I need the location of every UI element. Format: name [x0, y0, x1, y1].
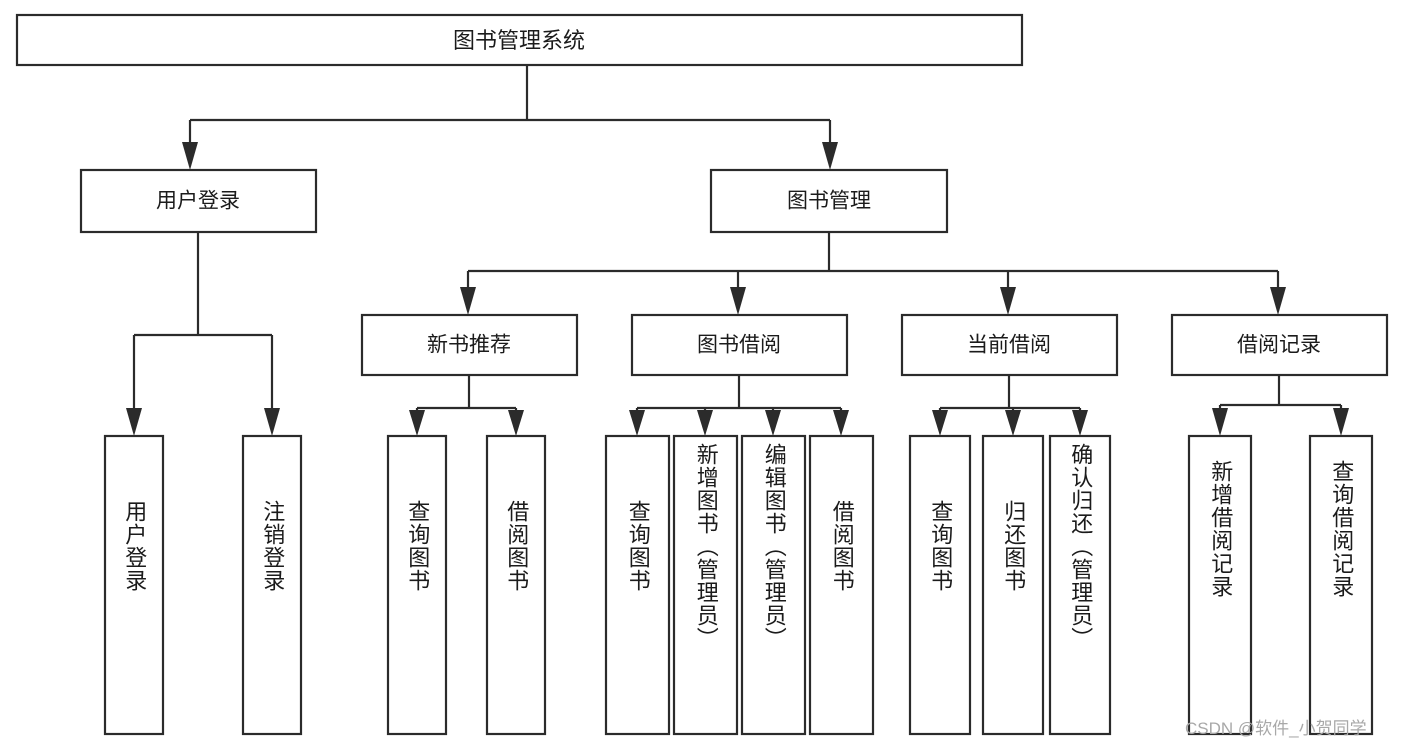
node-label-book-borrow: 图书借阅 [697, 334, 781, 357]
node-box-borrow-records[interactable] [1170, 313, 1389, 377]
arrow-head-leaf-logout [264, 408, 280, 436]
leaf-box-query-books-nb[interactable] [386, 434, 448, 736]
arrow-head-cur-leaf-2 [1005, 410, 1021, 436]
node-box-new-book-recommend[interactable] [360, 313, 579, 377]
node-label-book-management: 图书管理 [787, 190, 871, 213]
arrow-head-rec-leaf-1 [1212, 408, 1228, 436]
arrow-head-borrow [730, 287, 746, 315]
arrow-head-new-books [460, 287, 476, 315]
arrow-head-rec-leaf-2 [1333, 408, 1349, 436]
arrow-head-bw-leaf-2 [697, 410, 713, 436]
arrow-head-bw-leaf-3 [765, 410, 781, 436]
arrow-head-book-mgmt [822, 142, 838, 170]
leaf-box-add-borrow-record[interactable] [1187, 434, 1253, 736]
arrow-head-records [1270, 287, 1286, 315]
arrow-head-leaf-user-login [126, 408, 142, 436]
leaf-box-confirm-return-admin[interactable] [1048, 434, 1112, 736]
leaf-box-user-login[interactable] [103, 434, 165, 736]
leaf-box-edit-book-admin[interactable] [740, 434, 807, 736]
leaf-box-borrow-books-bw[interactable] [808, 434, 875, 736]
leaf-box-logout[interactable] [241, 434, 303, 736]
node-box-user-login[interactable] [79, 168, 318, 234]
leaf-box-query-books-bw[interactable] [604, 434, 671, 736]
arrow-head-nb-leaf-2 [508, 410, 524, 436]
node-new-book-recommend[interactable]: 新书推荐 [360, 313, 579, 377]
node-box-root[interactable] [15, 13, 1024, 67]
leaf-box-query-books-cur[interactable] [908, 434, 972, 736]
node-box-book-borrow[interactable] [630, 313, 849, 377]
node-label-new-book-recommend: 新书推荐 [427, 334, 511, 357]
node-label-user-login: 用户登录 [156, 190, 240, 213]
node-label-root: 图书管理系统 [453, 28, 585, 53]
node-book-management[interactable]: 图书管理 [709, 168, 949, 234]
node-borrow-records[interactable]: 借阅记录 [1170, 313, 1389, 377]
watermark-text: CSDN @软件_小贺同学 [1185, 719, 1367, 738]
node-box-book-management[interactable] [709, 168, 949, 234]
arrow-head-bw-leaf-4 [833, 410, 849, 436]
node-book-borrow[interactable]: 图书借阅 [630, 313, 849, 377]
arrow-head-cur-leaf-3 [1072, 410, 1088, 436]
node-label-borrow-records: 借阅记录 [1237, 334, 1321, 357]
arrow-head-bw-leaf-1 [629, 410, 645, 436]
arrow-head-nb-leaf-1 [409, 410, 425, 436]
arrow-head-user-login [182, 142, 198, 170]
node-current-borrow[interactable]: 当前借阅 [900, 313, 1119, 377]
leaf-box-query-borrow-record[interactable] [1308, 434, 1374, 736]
leaf-box-add-book-admin[interactable] [672, 434, 739, 736]
node-label-current-borrow: 当前借阅 [967, 334, 1051, 357]
node-user-login[interactable]: 用户登录 [79, 168, 318, 234]
node-box-current-borrow[interactable] [900, 313, 1119, 377]
node-layer: 图书管理系统 用户登录 图书管理 新书推荐 图书借阅 当前 [15, 13, 1389, 736]
arrow-head-current [1000, 287, 1016, 315]
node-book-management-system[interactable]: 图书管理系统 [15, 13, 1024, 67]
connector-layer [126, 65, 1349, 436]
arrow-head-cur-leaf-1 [932, 410, 948, 436]
leaf-box-return-books[interactable] [981, 434, 1045, 736]
leaf-box-borrow-books-nb[interactable] [485, 434, 547, 736]
